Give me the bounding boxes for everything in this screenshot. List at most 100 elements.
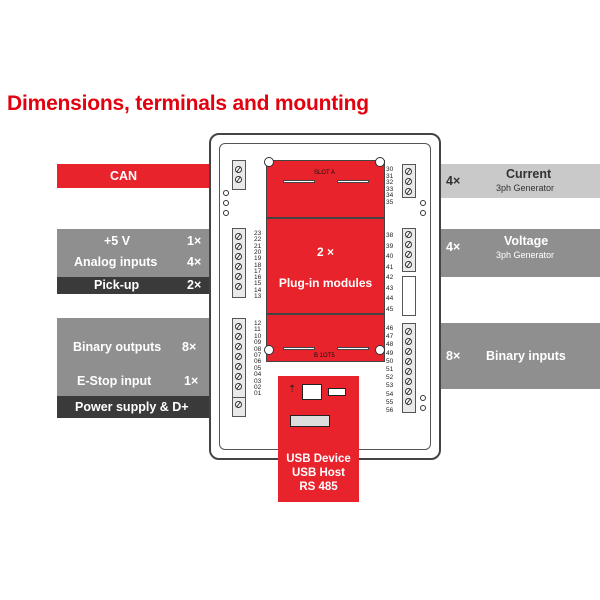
hole-icon bbox=[223, 210, 229, 216]
usb-symbol-icon: ⇡ bbox=[288, 384, 297, 395]
pin-number: 44 bbox=[386, 295, 394, 302]
slot-divider-bottom bbox=[267, 313, 384, 315]
voltage-label: Voltage bbox=[504, 234, 549, 248]
slot-a-bar-right bbox=[337, 180, 369, 183]
pin-number: 33 bbox=[386, 185, 394, 193]
pin-number: 21 bbox=[254, 242, 262, 250]
analog-label: Analog inputs bbox=[74, 255, 158, 269]
pin-number: 41 bbox=[386, 263, 394, 271]
pin-number: 12 bbox=[254, 320, 262, 327]
screw-icon bbox=[405, 338, 412, 345]
screw-icon bbox=[235, 176, 242, 183]
pin-number: 11 bbox=[254, 326, 261, 334]
pin-number: 04 bbox=[254, 371, 262, 379]
current-sub: 3ph Generator bbox=[496, 183, 555, 193]
screw-icon bbox=[235, 363, 242, 370]
current-count: 4× bbox=[446, 174, 461, 188]
slot-b-bar-right bbox=[337, 347, 369, 350]
pin-number: 06 bbox=[254, 358, 262, 366]
pin-number: 35 bbox=[386, 198, 394, 206]
hole-icon bbox=[223, 200, 229, 206]
pin-number: 39 bbox=[386, 242, 394, 250]
pin-number: 23 bbox=[254, 230, 262, 237]
binary-inputs-band: 8× Binary inputs bbox=[416, 323, 600, 389]
slot-a-bar-left bbox=[283, 180, 315, 183]
screw-icon bbox=[235, 323, 242, 330]
screw-icon bbox=[405, 251, 412, 258]
pin-number: 49 bbox=[386, 349, 394, 357]
estop-label: E-Stop input bbox=[77, 374, 152, 388]
plugin-count: 2 × bbox=[316, 245, 334, 259]
pin-number: 02 bbox=[254, 384, 262, 391]
screw-icon bbox=[405, 378, 412, 385]
estop-count: 1× bbox=[184, 374, 199, 388]
screw-icon bbox=[405, 261, 412, 268]
binary-outputs-label: Binary outputs bbox=[73, 340, 162, 354]
analog-count: 4× bbox=[187, 255, 202, 269]
pin-number: 16 bbox=[254, 274, 262, 282]
screw-icon bbox=[235, 283, 242, 290]
pin-number: 52 bbox=[386, 374, 394, 382]
screw-icon bbox=[235, 233, 242, 240]
screw-icon bbox=[235, 243, 242, 250]
usb-host-port-icon bbox=[328, 388, 346, 396]
mounting-screw-icon bbox=[375, 157, 385, 167]
screw-icon bbox=[235, 373, 242, 380]
screw-icon bbox=[405, 358, 412, 365]
pin-number: 32 bbox=[386, 179, 394, 186]
voltage-sub: 3ph Generator bbox=[496, 250, 555, 260]
pin-number: 53 bbox=[386, 382, 394, 390]
pin-number: 40 bbox=[386, 253, 394, 260]
can-band: CAN bbox=[57, 164, 233, 188]
pin-number: 14 bbox=[254, 286, 262, 294]
screw-icon bbox=[235, 353, 242, 360]
pin-number: 19 bbox=[254, 255, 262, 263]
pin-number: 07 bbox=[254, 352, 262, 359]
slot-a-label: SLOT A bbox=[314, 170, 335, 176]
screw-icon bbox=[405, 398, 412, 405]
screw-icon bbox=[405, 388, 412, 395]
pin-number: 13 bbox=[254, 293, 262, 300]
screw-icon bbox=[405, 231, 412, 238]
current-band: 4× Current 3ph Generator bbox=[416, 164, 600, 198]
hole-icon bbox=[420, 405, 426, 411]
screw-icon bbox=[235, 333, 242, 340]
pin-number: 55 bbox=[386, 398, 394, 406]
screw-icon bbox=[405, 168, 412, 175]
pin-number: 47 bbox=[386, 333, 394, 341]
pin-number: 46 bbox=[386, 325, 394, 332]
analog-band: +5 V 1× Analog inputs 4× bbox=[57, 229, 233, 277]
pickup-count: 2× bbox=[187, 278, 202, 292]
screw-icon bbox=[405, 241, 412, 248]
pin-number: 54 bbox=[386, 390, 394, 398]
slot-divider-top bbox=[267, 217, 384, 219]
mounting-screw-icon bbox=[264, 345, 274, 355]
rs485-connector-icon bbox=[290, 415, 330, 427]
hole-icon bbox=[223, 190, 229, 196]
binary-inputs-count: 8× bbox=[446, 349, 461, 363]
slot-b-bar-left bbox=[283, 347, 315, 350]
pickup-band: Pick-up 2× bbox=[57, 277, 233, 294]
screw-icon bbox=[235, 343, 242, 350]
plus5v-label: +5 V bbox=[104, 234, 131, 248]
pin-number: 08 bbox=[254, 345, 262, 353]
pin-number: 30 bbox=[386, 166, 394, 173]
pin-number: 51 bbox=[386, 366, 394, 373]
screw-icon bbox=[235, 166, 242, 173]
screw-icon bbox=[235, 401, 242, 408]
pin-number: 05 bbox=[254, 364, 262, 372]
hole-icon bbox=[420, 200, 426, 206]
pin-number: 48 bbox=[386, 341, 394, 349]
screw-icon bbox=[235, 253, 242, 260]
can-label: CAN bbox=[110, 169, 138, 183]
mounting-screw-icon bbox=[375, 345, 385, 355]
mounting-screw-icon bbox=[264, 157, 274, 167]
pin-number: 10 bbox=[254, 332, 262, 340]
pin-number: 09 bbox=[254, 339, 262, 347]
screw-icon bbox=[235, 263, 242, 270]
pin-number: 56 bbox=[386, 407, 394, 414]
plugin-modules-area: SLOT A 2 × Plug-in modules B 1OT5 bbox=[266, 160, 385, 362]
hole-icon bbox=[420, 395, 426, 401]
pickup-label: Pick-up bbox=[94, 278, 140, 292]
voltage-band: 4× Voltage 3ph Generator bbox=[416, 229, 600, 277]
